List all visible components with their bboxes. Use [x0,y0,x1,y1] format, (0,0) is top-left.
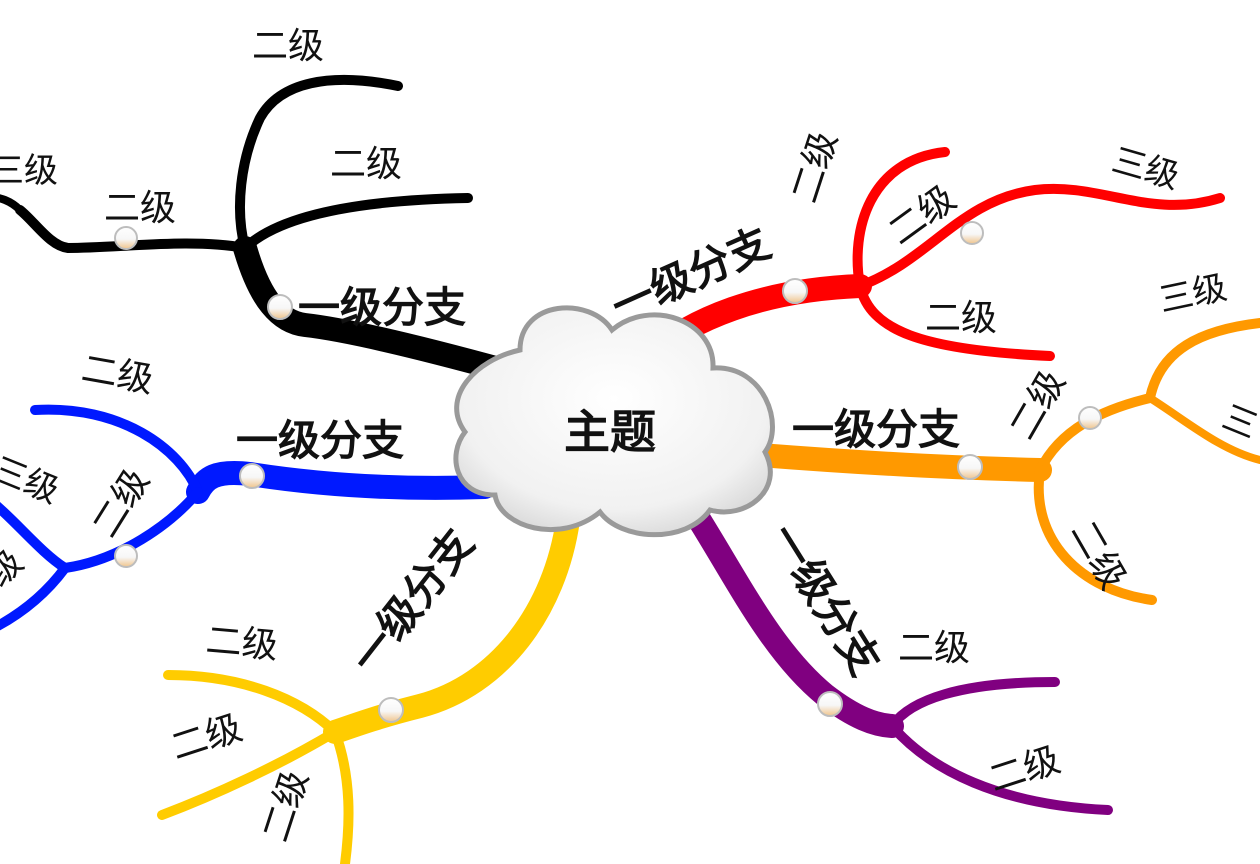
branch-yellow-sub-2 [157,727,340,820]
branch-black-sub-4 [0,194,24,214]
center-topic: 主题 [453,305,775,538]
branch-black: 一级分支 二级 二级 二级 三级 [0,26,522,384]
branch-blue-tertiary-label-1: 三级 [0,449,65,512]
branch-red-secondary-label-2: 二级 [881,178,963,253]
branch-yellow-secondary-label-3: 二级 [256,766,317,847]
branch-yellow-node-main [378,697,404,723]
center-cloud [453,305,775,538]
branch-blue-node-main [239,463,265,489]
branch-red-tertiary-label: 三级 [1108,140,1184,197]
branch-black-node-main [267,294,293,320]
branch-black-secondary-label-2: 二级 [330,144,402,185]
branch-yellow-secondary-label-2: 二级 [166,707,247,768]
branch-orange-tertiary-label-1: 三级 [1156,268,1231,321]
branch-black-secondary-label-1: 二级 [252,26,324,67]
branch-black-node-secondary [114,226,138,250]
branch-orange-sub-2 [1146,394,1260,464]
branch-yellow-primary-label: 一级分支 [341,520,483,683]
branch-red-secondary-label-1: 二级 [785,127,846,208]
branch-orange-sub-3 [1033,465,1157,605]
branch-black-tertiary-label: 三级 [0,151,58,191]
branch-purple-node-main [817,691,843,717]
branch-red-sub-1 [852,147,950,291]
branch-blue-node-secondary [114,544,138,568]
branch-black-main [233,236,522,384]
branch-orange-main [748,443,1052,482]
branch-purple-main [678,493,904,738]
branch-black-secondary-label-3: 二级 [104,188,176,229]
branch-red: 一级分支 二级 二级 二级 三级 [604,127,1225,367]
branch-purple: 一级分支 二级 二级 [678,493,1113,815]
branch-orange-tertiary-label-2: 三 [1217,397,1260,447]
branch-black-sub-1 [235,74,403,253]
branch-blue-primary-label: 一级分支 [236,416,404,465]
branch-red-sub-3 [855,281,1055,361]
branch-yellow-main [323,508,580,744]
branch-orange-primary-label: 一级分支 [792,405,960,454]
center-topic-label: 主题 [564,405,656,459]
branch-orange: 一级分支 二级 二级 三级 三 [748,268,1260,605]
branch-purple-secondary-label-1: 二级 [898,628,970,669]
branch-yellow-sub-1 [163,670,340,737]
branch-blue-secondary-label-1: 二级 [78,348,156,401]
branch-orange-node-main [957,454,983,480]
branch-red-node-main [782,278,808,304]
branch-blue-tertiary-label-2: 级 [0,542,31,594]
branch-black-sub-2 [240,193,473,253]
branch-blue-sub-1 [30,404,203,497]
branch-yellow-secondary-label-1: 二级 [204,620,279,667]
branch-purple-sub-2 [887,721,1113,815]
branch-red-secondary-label-3: 二级 [925,298,997,339]
branch-red-sub-2 [855,183,1225,291]
branch-purple-secondary-label-2: 二级 [984,739,1065,800]
branch-orange-node-secondary [1078,406,1102,430]
branch-blue-main [186,461,497,504]
branch-blue-sub-3 [0,563,70,631]
branch-black-primary-label: 一级分支 [298,283,466,332]
branch-orange-secondary-label-2: 二级 [1062,514,1134,597]
branch-yellow: 一级分支 二级 二级 二级 [157,508,580,864]
branch-yellow-sub-3 [330,727,354,864]
branch-purple-sub-1 [887,677,1060,731]
branch-black-sub-3 [15,205,250,254]
branch-red-node-secondary [960,221,984,245]
